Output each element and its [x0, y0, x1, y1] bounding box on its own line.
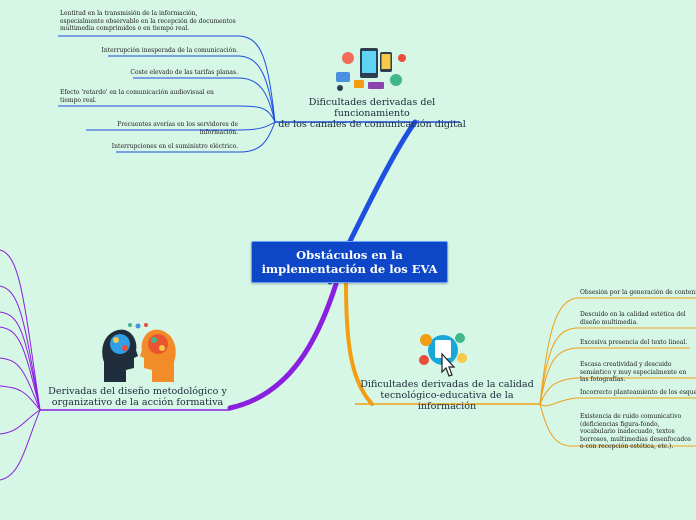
branch-title-bottom-right[interactable]: Dificultades derivadas de la calidad tec…	[352, 379, 542, 412]
leaf-top-right-1[interactable]: Lentitud en la transmisión de la informa…	[60, 10, 236, 33]
bottom-right-subbranches	[539, 297, 696, 447]
touch-screen-icon	[414, 328, 472, 380]
branch-connector-bottom-right	[344, 280, 374, 406]
central-topic[interactable]: Obstáculos en la implementación de los E…	[251, 241, 448, 283]
branch-title-top-right-line2: de los canales de comunicación digital	[278, 119, 466, 130]
leaf-bottom-right-4[interactable]: Escasa creatividad y descuido semántico …	[580, 361, 687, 384]
leaf-top-right-3[interactable]: Coste elevado de las tarifas planas.	[130, 69, 238, 76]
central-topic-line2: implementación de los EVA	[261, 262, 438, 276]
leaf-bottom-right-6[interactable]: Existencia de ruido comunicativo (defici…	[580, 413, 691, 451]
leaf-top-right-6[interactable]: Interrupciones en el suministro eléctric…	[111, 143, 238, 150]
top-right-subbranches	[58, 35, 276, 153]
branch-connector-bottom-left	[227, 281, 339, 411]
branch-title-bottom-left[interactable]: Derivadas del diseño metodológico y orga…	[40, 386, 235, 408]
leaf-top-right-4[interactable]: Efecto 'retardo' en la comunicación audi…	[60, 89, 214, 104]
leaf-bottom-right-3[interactable]: Excesiva presencia del texto lineal.	[580, 339, 688, 346]
brain-heads-icon	[98, 322, 180, 384]
bottom-left-subbranches	[0, 249, 41, 481]
leaf-top-right-2[interactable]: Interrupción inesperada de la comunicaci…	[101, 47, 239, 54]
branch-title-bottom-left-line1: Derivadas del diseño metodológico y	[48, 386, 227, 397]
branch-title-bottom-left-line2: organizativo de la acción formativa	[51, 397, 224, 408]
branch-title-bottom-right-line2: tecnológico-educativa de la información	[380, 390, 514, 412]
leaf-bottom-right-5[interactable]: Incorrecto planteamiento de los esquemas	[580, 389, 696, 396]
central-topic-line1: Obstáculos en la	[296, 248, 403, 262]
branch-title-bottom-right-line1: Dificultades derivadas de la calidad	[360, 379, 534, 390]
digital-channels-icon	[332, 44, 410, 92]
branch-title-top-right[interactable]: Dificultades derivadas del funcionamient…	[272, 97, 472, 130]
leaf-top-right-5[interactable]: Frecuentes averías en los servidores de …	[117, 121, 238, 136]
leaf-bottom-right-1[interactable]: Obsesión por la generación de contenido	[580, 289, 696, 296]
leaf-bottom-right-2[interactable]: Descuido en la calidad estética del dise…	[580, 311, 686, 326]
branch-title-top-right-line1: Dificultades derivadas del funcionamient…	[308, 97, 436, 119]
